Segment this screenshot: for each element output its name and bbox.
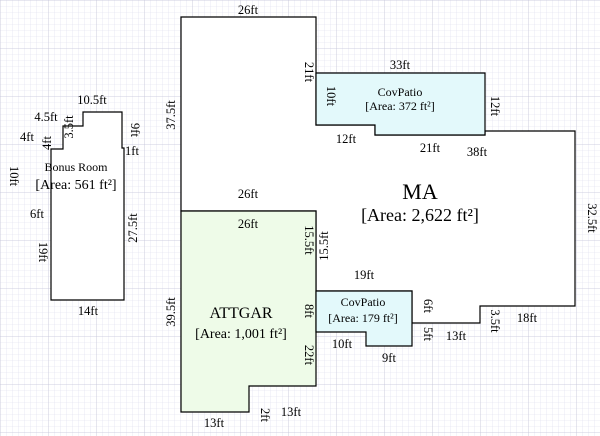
dim-ma-left: 37.5ft (164, 100, 178, 130)
dim-cp2-right-6: 6ft (421, 299, 435, 313)
room-covpatio-2[interactable] (315, 290, 413, 347)
room-area-ma: [Area: 2,622 ft²] (361, 205, 479, 225)
room-area-bonus: [Area: 561 ft²] (35, 178, 116, 193)
dim-ma-step-38: 38ft (467, 145, 488, 159)
room-area-covpatio-1: [Area: 372 ft²] (365, 99, 435, 113)
dim-br-19: 19ft (36, 242, 50, 263)
room-covpatio-1[interactable] (315, 72, 486, 136)
dim-br-275: 27.5ft (126, 213, 140, 243)
dim-br-6: 6ft (30, 207, 44, 221)
room-area-covpatio-2: [Area: 179 ft²] (328, 311, 398, 325)
dim-cp2-bot-9: 9ft (382, 351, 396, 365)
dim-ma-mid-155: 15.5ft (317, 231, 331, 261)
room-label-ma: MA (402, 179, 438, 204)
dim-br-top: 10.5ft (77, 93, 107, 107)
dim-br-4b: 4ft (40, 136, 54, 150)
dim-br-1: 1ft (125, 144, 139, 158)
dim-ma-notch-v: 21ft (302, 62, 316, 83)
dim-gar-right-155: 15.5ft (302, 225, 316, 255)
dim-gar-bot-13b: 13ft (281, 405, 302, 419)
dim-cp1-right: 12ft (488, 96, 502, 117)
dim-ma-bot-13: 13ft (446, 329, 467, 343)
dim-br-45: 4.5ft (34, 110, 58, 124)
dim-gar-right-22: 22ft (302, 345, 316, 366)
room-bonus[interactable] (50, 111, 125, 301)
dim-ma-step-12: 12ft (336, 132, 357, 146)
dim-ma-step-21: 21ft (420, 141, 441, 155)
dim-cp2-left-10: 10ft (332, 337, 353, 351)
dim-ma-right: 32.5ft (585, 203, 599, 233)
dim-ma-gar-top: 26ft (238, 187, 259, 201)
dim-ma-top: 26ft (238, 3, 259, 17)
dim-gar-right-8: 8ft (302, 304, 316, 318)
dim-cp2-right-5: 5ft (421, 327, 435, 341)
room-label-covpatio-1: CovPatio (378, 85, 423, 99)
dim-gar-bot-2: 2ft (258, 408, 272, 422)
room-area-attgar: [Area: 1,001 ft²] (195, 327, 287, 342)
dim-br-10: 10ft (7, 166, 21, 187)
dim-gar-bot-13a: 13ft (204, 416, 225, 430)
dim-gar-left: 39.5ft (164, 297, 178, 327)
room-label-covpatio-2: CovPatio (341, 295, 386, 309)
dim-br-bot: 14ft (78, 304, 99, 318)
room-attgar[interactable] (180, 210, 317, 413)
dim-gar-top: 26ft (238, 217, 259, 231)
dim-br-35: 3.5ft (62, 115, 76, 139)
dim-ma-mid-19: 19ft (354, 268, 375, 282)
dim-ma-bot-18: 18ft (517, 311, 538, 325)
room-label-attgar: ATTGAR (209, 305, 272, 322)
dim-cp1-top: 33ft (390, 58, 411, 72)
dim-cp1-left: 10ft (324, 86, 338, 107)
room-label-bonus: Bonus Room (44, 160, 108, 174)
dim-ma-bot-35: 3.5ft (488, 309, 502, 333)
dim-br-4a: 4ft (20, 130, 34, 144)
dim-br-9: 9ft (128, 123, 142, 137)
